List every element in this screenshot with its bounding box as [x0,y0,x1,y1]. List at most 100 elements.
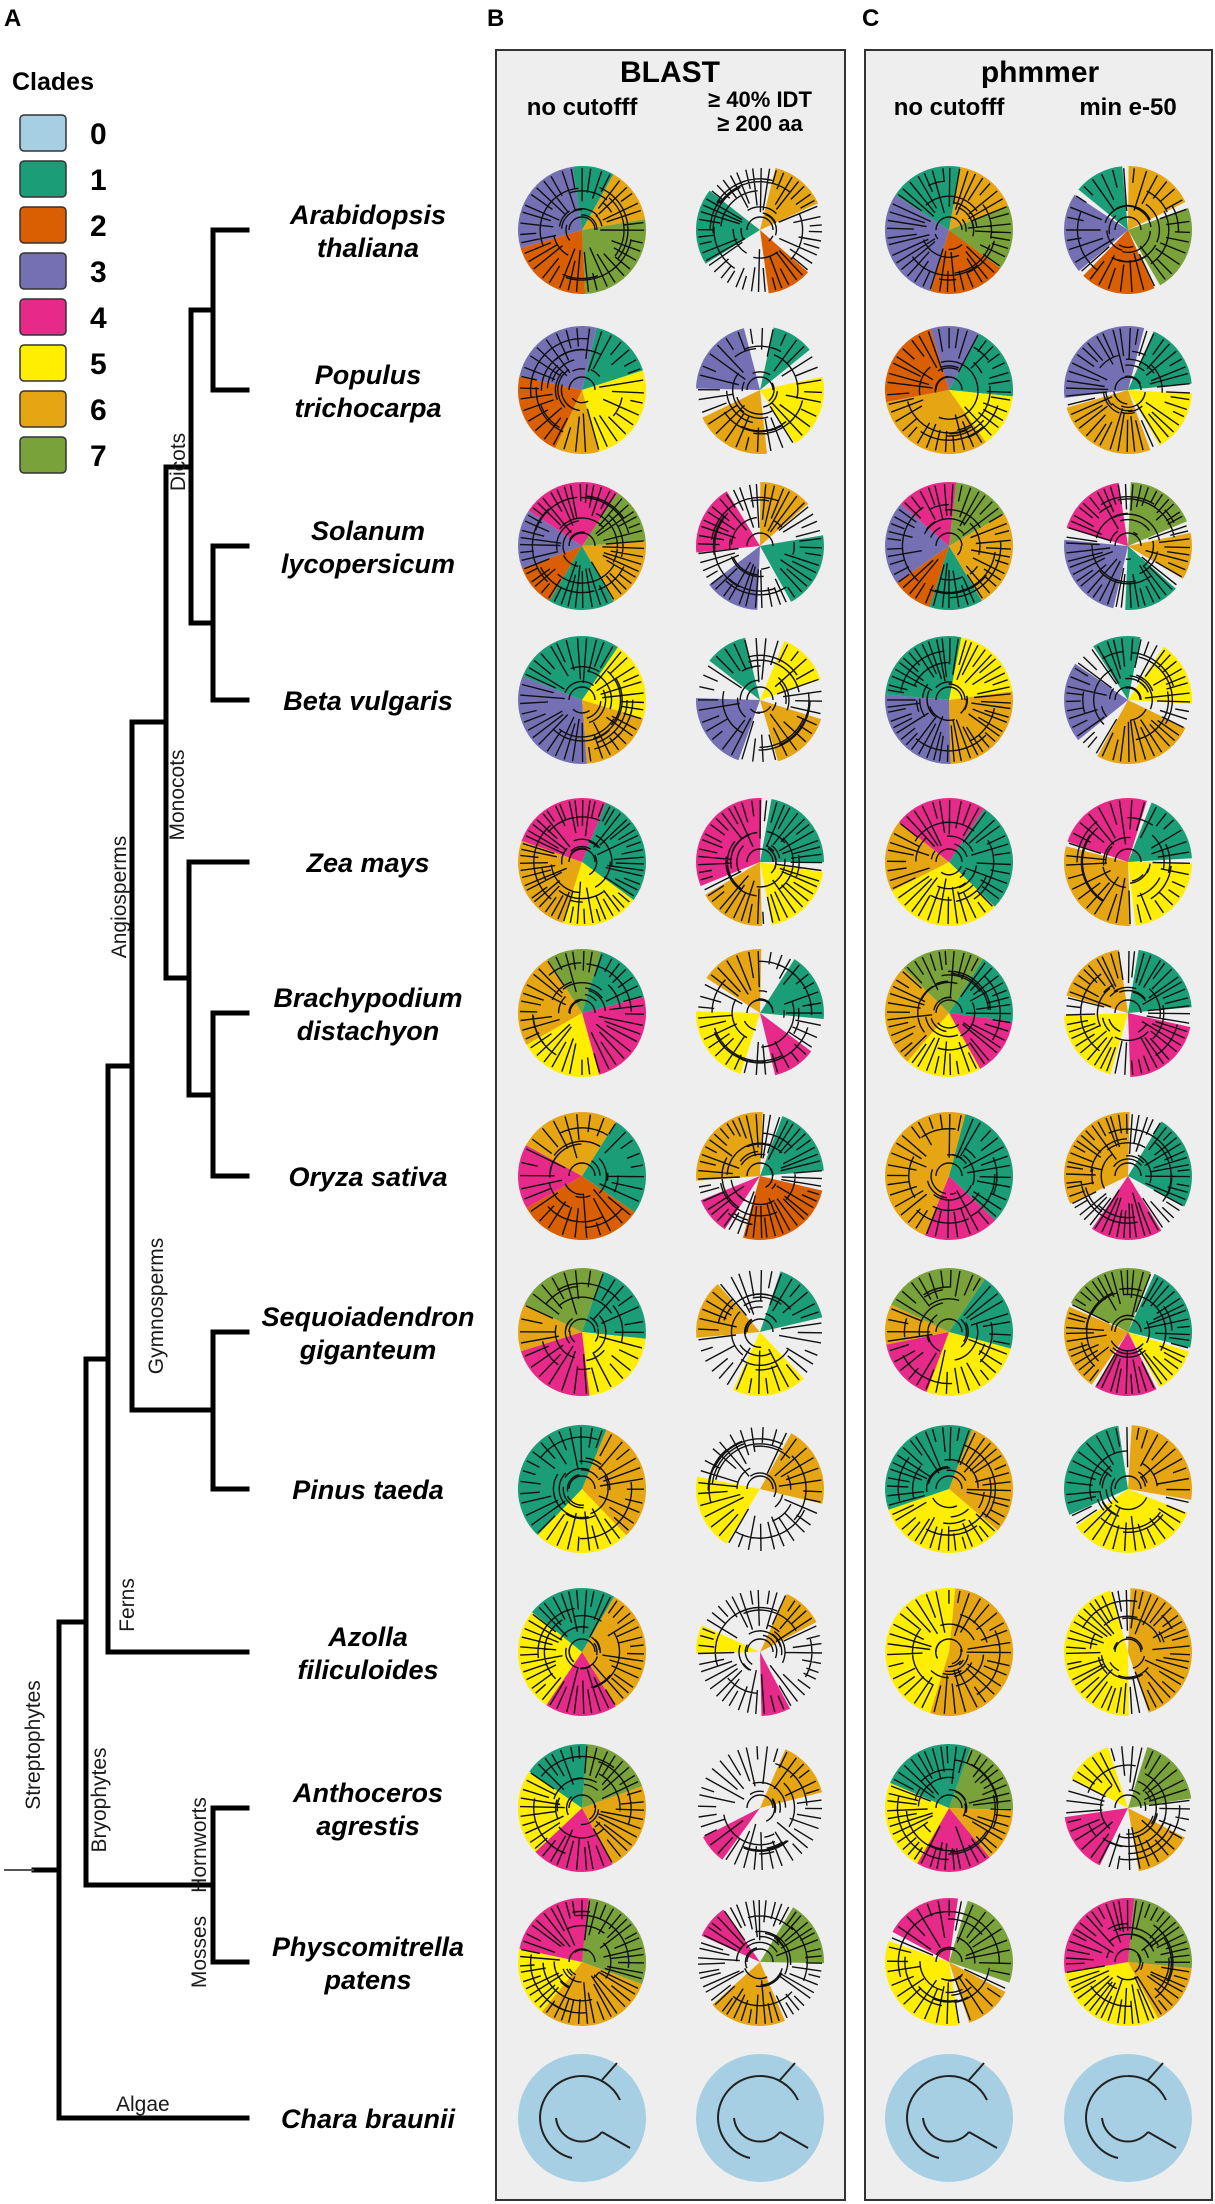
clade-sector [1064,326,1145,398]
clade-sector [535,1808,613,1873]
clade-sector [884,968,949,1062]
tree-branches [886,1899,1012,2025]
panel-b-title: BLAST [620,56,720,89]
legend-swatch-1 [19,160,67,198]
species-name-line2: agrestis [316,1811,420,1841]
gene-tree [695,167,823,294]
gene-tree [518,166,647,294]
species-name-line2: filiculoides [297,1655,438,1685]
species-name: Brachypodium [273,983,462,1013]
clade-sector [696,2054,824,2182]
clade-sector [1128,1332,1189,1388]
clade-sector [702,390,767,454]
gene-tree [517,948,647,1078]
tree-branches [519,1270,645,1394]
label-streptophytes: Streptophytes [22,1680,45,1810]
gene-tree [697,1899,825,2026]
clade-sector [1091,1176,1162,1240]
label-gymnosperms: Gymnosperms [145,1238,168,1375]
gene-tree [696,2054,824,2182]
clade-sector [949,808,1013,907]
gene-tree [1064,1588,1192,1717]
legend-label-3: 3 [90,256,107,289]
tree-branches [698,1427,822,1552]
gene-tree [1064,1746,1192,1872]
clade-sector [949,333,1014,397]
tree-branches [886,1113,1012,1239]
gene-tree [1064,635,1193,765]
clade-sector [1128,390,1192,446]
tree-branches [887,1745,1012,1870]
clade-sector [760,640,821,700]
label-mosses: Mosses [188,1916,211,1988]
clade-sector [526,1112,616,1176]
tree-branches [697,1899,823,2024]
clade-sector [582,541,646,602]
gene-tree [696,1269,823,1396]
species-name-line2: thaliana [317,233,419,263]
gene-tree [517,1743,646,1873]
gene-tree [697,1746,823,1871]
clade-sector [1071,1747,1128,1808]
gene-tree [695,1589,823,1716]
tree-branches [697,484,823,609]
clade-sector [949,1114,1014,1221]
species-name: Oryza sativa [288,1162,447,1192]
clade-sector [562,862,634,927]
tree-branches [698,1114,822,1239]
clade-sector [1128,331,1192,390]
tree-branches [1066,800,1191,925]
gene-tree [517,1897,647,2027]
clade-sector [1128,1013,1191,1077]
clade-sector [582,997,647,1075]
gene-tree [1064,1898,1193,2026]
tree-branches [887,484,1011,609]
panel-label-a: A [4,5,21,32]
tree-branches [519,1746,645,1870]
panel-c-col1-header: no cutofff [894,94,1006,121]
clade-sector [695,698,760,761]
tree-branches [520,638,645,763]
clade-sector [1128,1808,1185,1872]
clade-sector [917,1808,990,1873]
species-name: Beta vulgaris [283,686,453,716]
clade-sector [526,1176,635,1241]
clade-sector [1063,846,1131,926]
legend-swatch-6 [19,390,67,428]
legend-label-6: 6 [90,394,107,427]
gene-tree [518,1587,647,1716]
tree-branches [520,1590,645,1715]
clade-sector [900,481,957,546]
tree-branches [698,799,823,925]
gene-tree [884,636,1013,765]
clade-sector [696,328,760,390]
legend-swatch-5 [19,344,67,382]
species-name-line2: patens [323,1965,411,1995]
gene-tree [884,165,1014,294]
clade-sector [1128,1121,1192,1207]
tree-branches [698,950,823,1075]
legend-label-4: 4 [90,302,107,335]
tree-branches [1066,1426,1191,1551]
species-labels: ArabidopsisthalianaPopulustrichocarpaSol… [261,200,474,2134]
gene-tree [884,1743,1014,1873]
clade-sector [582,1744,643,1808]
clade-sector [760,327,810,390]
clade-sector [949,1747,1014,1811]
legend-label-7: 7 [90,440,107,473]
clade-sector [949,514,1014,601]
gene-tree-grid [517,165,1193,2182]
clade-sector [892,1897,958,1962]
panel-label-c: C [862,5,879,32]
legend-swatch-4 [19,298,67,336]
tree-branches [1066,483,1191,608]
tree-branches [1065,1269,1190,1395]
gene-tree [884,326,1014,455]
species-name: Azolla [327,1622,408,1652]
gene-tree [885,1424,1013,1553]
tree-branches [520,167,645,292]
clade-sector [696,1112,763,1181]
clade-sector [582,1332,646,1396]
legend-swatch-7 [19,436,67,474]
